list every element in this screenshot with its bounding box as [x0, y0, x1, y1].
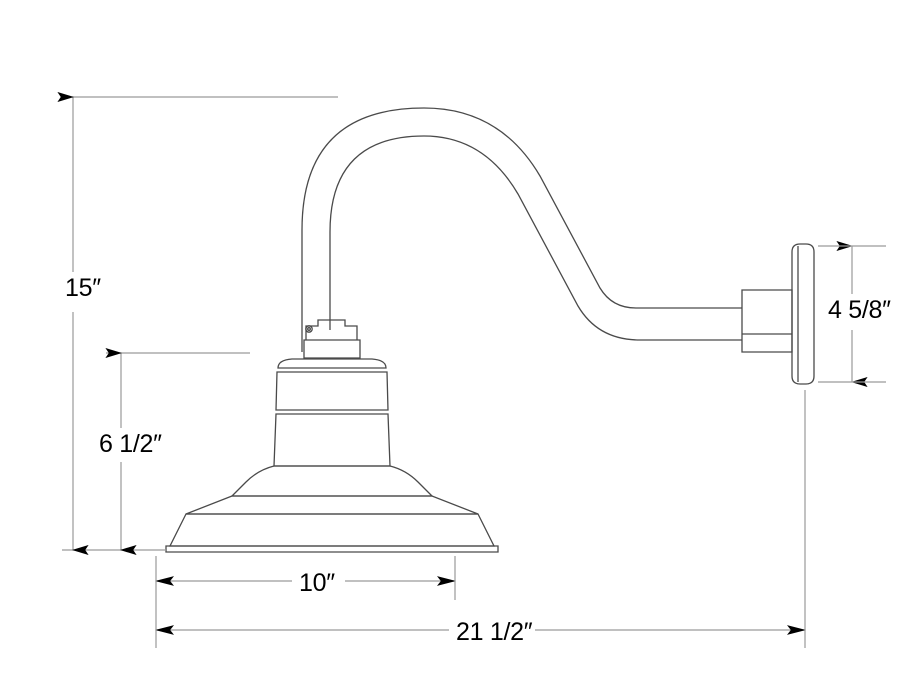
dimension-label-backplate-height: 4 5/8″ [825, 298, 894, 323]
fitter-top-step [305, 319, 358, 340]
fitter-body [303, 339, 361, 359]
wall-plate [791, 243, 815, 385]
shade-neck-lower [273, 413, 391, 467]
dimension-label-shade-height: 6 1/2″ [96, 432, 165, 457]
shade-neck-upper [275, 371, 389, 411]
set-screw [305, 325, 313, 333]
shade-lower-flare [168, 513, 496, 547]
dimension-label-projection: 21 1/2″ [453, 620, 536, 645]
mount-block [741, 289, 793, 353]
fixture-outline [165, 107, 815, 553]
shade-rim [165, 545, 499, 553]
gooseneck-arm-inner-edge [329, 135, 742, 341]
shade-shoulder [230, 465, 434, 497]
shade-collar [277, 358, 387, 369]
dimension-lines [57, 91, 886, 648]
dimension-label-shade-diameter: 10″ [296, 571, 338, 596]
set-screw-center [307, 327, 311, 331]
dimension-label-height: 15″ [62, 276, 104, 301]
gooseneck-arm-outer-edge [301, 107, 742, 352]
shade-upper-flare [185, 495, 479, 515]
